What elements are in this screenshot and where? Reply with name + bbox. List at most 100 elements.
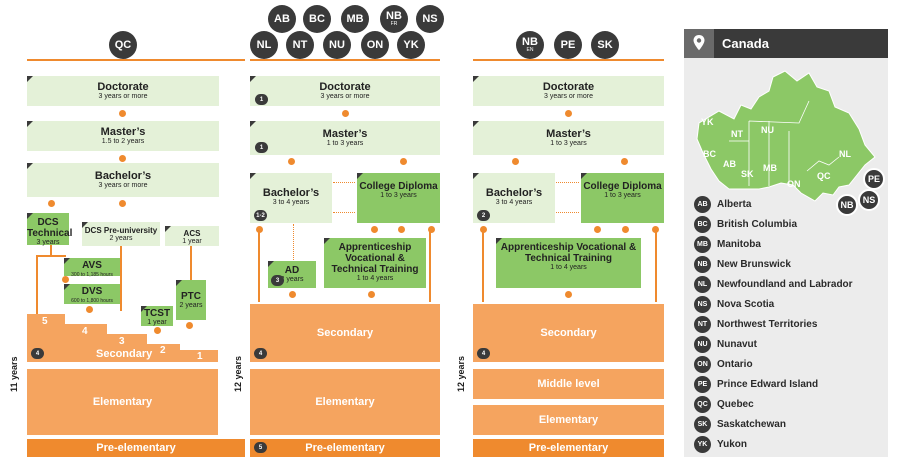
map-label-bc: BC (703, 149, 716, 159)
secondary-box: Secondary (250, 304, 440, 362)
province-circle-nt: NT (286, 31, 314, 59)
province-circle-ab: AB (268, 5, 296, 33)
canada-map: YK NT NU BC AB SK MB ON QC NL (696, 70, 876, 202)
arrow-up (342, 110, 349, 117)
years-label: 12 years (456, 355, 466, 392)
elementary-box: Elementary (473, 405, 664, 435)
arrow-up (154, 327, 161, 334)
map-header: Canada (684, 29, 888, 58)
province-circle-qc: QC (109, 31, 137, 59)
secondary-step (180, 350, 218, 362)
note-badge: 4 (477, 348, 490, 359)
apprenticeship-box: Apprenticeship Vocational & Technical Tr… (496, 238, 641, 288)
note-badge: 4 (31, 348, 44, 359)
arrow-down (594, 226, 601, 233)
note-badge: 5 (254, 442, 267, 453)
map-label-qc: QC (817, 171, 831, 181)
connector (36, 255, 38, 315)
map-label-nt: NT (731, 129, 743, 139)
connector (190, 246, 192, 280)
map-title: Canada (722, 36, 769, 51)
map-label-on: ON (787, 179, 801, 189)
note-badge: 2 (477, 210, 490, 221)
secondary-step (65, 324, 107, 362)
location-pin-icon (684, 29, 714, 58)
pre-elementary-bar: Pre-elementary (27, 439, 245, 457)
province-circle-pe: PE (554, 31, 582, 59)
province-circle-ns: NS (416, 5, 444, 33)
arrow-down (622, 226, 629, 233)
map-legend-panel: Canada YK NT NU BC AB SK MB ON QC NL PE … (684, 29, 888, 457)
dotted-connector (556, 182, 579, 183)
years-label: 11 years (9, 356, 19, 392)
arrow-up (62, 276, 69, 283)
grade-number: 1 (197, 351, 203, 362)
connector (258, 232, 260, 302)
note-badge: 1 (255, 142, 268, 153)
connector (482, 232, 484, 302)
map-label-nu: NU (761, 125, 774, 135)
pre-elementary-bar: Pre-elementary (250, 439, 440, 457)
dotted-connector (293, 224, 294, 262)
connector (655, 232, 657, 302)
arrow-up (400, 158, 407, 165)
arrow-up (119, 200, 126, 207)
secondary-box: Secondary (473, 304, 664, 362)
grade-number: 5 (42, 316, 48, 327)
secondary-label: Secondary (96, 348, 153, 360)
connector (36, 255, 66, 257)
province-circle-bc: BC (303, 5, 331, 33)
province-circle-nu: NU (323, 31, 351, 59)
map-circle-nb: NB (836, 194, 858, 216)
apprenticeship-box: Apprenticeship Vocational & Technical Tr… (324, 238, 426, 288)
grade-number: 2 (160, 345, 166, 356)
map-label-yk: YK (701, 117, 714, 127)
note-badge: 1-2 (254, 210, 267, 221)
dotted-connector (556, 212, 579, 213)
pre-elementary-bar: Pre-elementary (473, 439, 664, 457)
arrow-down (398, 226, 405, 233)
arrow-up (119, 110, 126, 117)
arrow-down (371, 226, 378, 233)
connector (429, 232, 431, 302)
note-badge: 1 (255, 94, 268, 105)
arrow-up (428, 226, 435, 233)
map-label-nl: NL (839, 149, 851, 159)
connector (120, 246, 122, 311)
map-label-ab: AB (723, 159, 736, 169)
arrow-up (289, 291, 296, 298)
elementary-box: Elementary (250, 369, 440, 435)
map-label-sk: SK (741, 169, 754, 179)
province-circle-mb: MB (341, 5, 369, 33)
arrow-up (48, 200, 55, 207)
arrow-up (368, 291, 375, 298)
middle-level-box: Middle level (473, 369, 664, 399)
arrow-up (119, 155, 126, 162)
map-label-mb: MB (763, 163, 777, 173)
